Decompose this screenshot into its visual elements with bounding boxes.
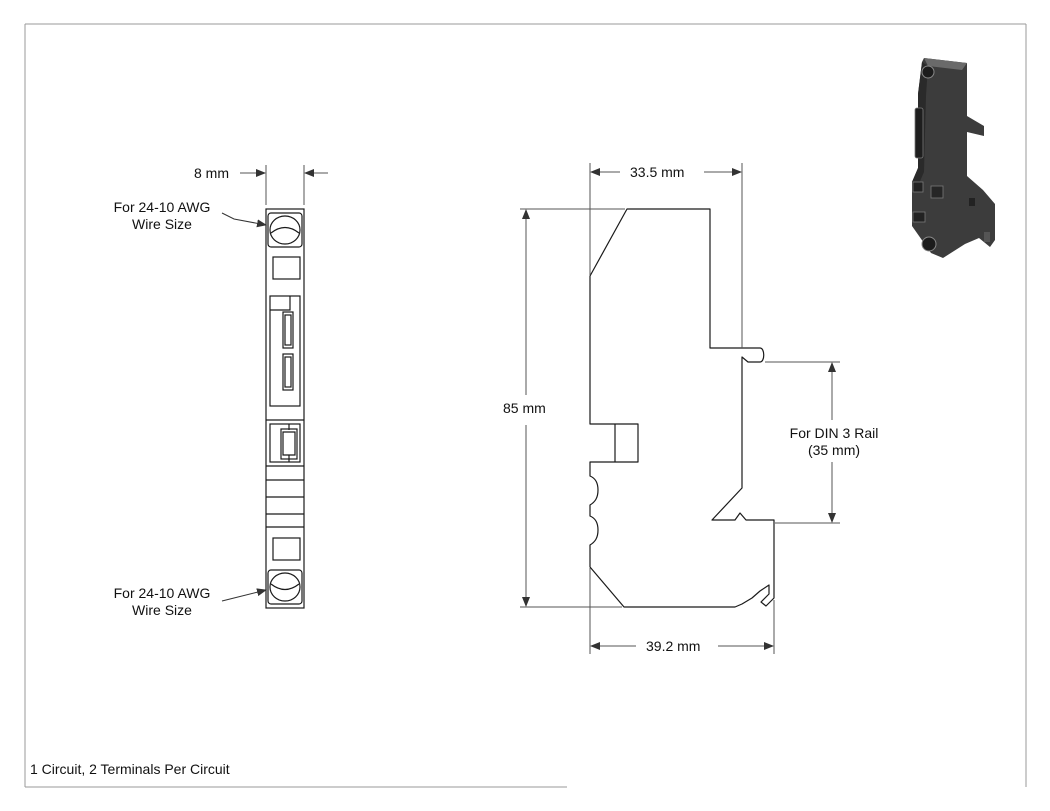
depth-top-dimension-label: 33.5 mm	[630, 164, 685, 181]
wire-size-callout-top-line1: For 24-10 AWG	[113, 199, 211, 215]
circuit-description: 1 Circuit, 2 Terminals Per Circuit	[30, 761, 230, 777]
side-view	[589, 208, 775, 608]
width-dimension-label: 8 mm	[194, 165, 229, 182]
wire-size-callout-bottom: For 24-10 AWG Wire Size	[104, 585, 220, 619]
wire-size-callout-top: For 24-10 AWG Wire Size	[104, 199, 220, 233]
din-rail-callout-line2: (35 mm)	[807, 442, 861, 458]
wire-leaders	[221, 212, 267, 602]
drawing-frame	[24, 23, 1027, 788]
height-dimension-label: 85 mm	[503, 400, 546, 417]
dim-85mm	[520, 208, 625, 608]
wire-size-callout-bottom-line2: Wire Size	[132, 602, 192, 618]
wire-size-callout-bottom-line1: For 24-10 AWG	[113, 585, 211, 601]
wire-size-callout-top-line2: Wire Size	[132, 216, 192, 232]
din-rail-callout: For DIN 3 Rail (35 mm)	[780, 425, 888, 459]
dim-39-2mm	[589, 568, 775, 654]
front-view	[265, 208, 305, 609]
dim-din-rail	[765, 361, 840, 524]
din-rail-callout-line1: For DIN 3 Rail	[789, 425, 879, 441]
depth-bottom-dimension-label: 39.2 mm	[646, 638, 701, 655]
dim-8mm	[240, 165, 328, 205]
dim-33-5mm	[589, 163, 743, 348]
terminal-block-render	[912, 58, 995, 258]
